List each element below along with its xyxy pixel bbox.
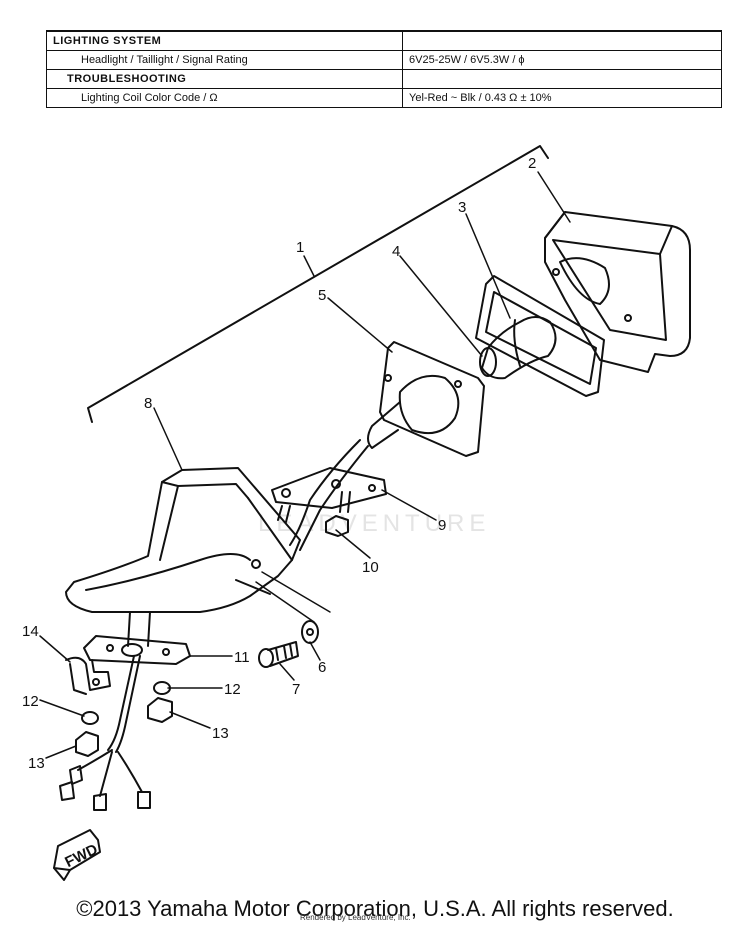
callout-12a: 12 <box>224 681 241 698</box>
callout-14: 14 <box>22 623 39 640</box>
callout-1: 1 <box>296 239 304 256</box>
callout-8: 8 <box>144 395 152 412</box>
callout-3: 3 <box>458 199 466 216</box>
part-screw <box>258 641 299 668</box>
callout-2: 2 <box>528 155 536 172</box>
callout-7: 7 <box>292 681 300 698</box>
part-nut-13b <box>75 731 99 757</box>
part-bulb <box>479 316 557 380</box>
spec-table: LIGHTING SYSTEM Headlight / Taillight / … <box>46 30 722 108</box>
part-clamp <box>65 656 111 695</box>
callout-13b: 13 <box>28 755 45 772</box>
part-nut-13a <box>147 697 173 723</box>
alignment-lines <box>255 571 331 623</box>
fwd-label: FWD <box>62 841 100 871</box>
rendered-by-text: Rendered by LeadVenture, Inc. <box>300 913 411 922</box>
callout-4: 4 <box>392 243 400 260</box>
spec-row: TROUBLESHOOTING <box>46 69 722 89</box>
part-washer <box>301 620 319 644</box>
part-nut-10 <box>325 515 349 537</box>
wire-harness <box>59 655 151 811</box>
part-lens-housing <box>544 211 691 373</box>
part-mount-bracket <box>271 467 387 523</box>
assembly-bracket-line <box>87 145 549 423</box>
part-socket-plate <box>367 341 485 457</box>
part-plate-11 <box>83 611 191 665</box>
callout-12b: 12 <box>22 693 39 710</box>
callout-11: 11 <box>234 649 250 666</box>
callout-6: 6 <box>318 659 326 676</box>
spec-value: Yel-Red ~ Blk / 0.43 Ω ± 10% <box>402 88 722 108</box>
part-base-housing <box>65 467 301 613</box>
part-gasket <box>475 275 605 397</box>
callout-13a: 13 <box>212 725 229 742</box>
spec-row: Lighting Coil Color Code / Ω Yel-Red ~ B… <box>46 88 722 108</box>
spec-label: Lighting Coil Color Code / Ω <box>46 88 403 108</box>
socket-wires <box>289 439 369 551</box>
callout-9: 9 <box>438 517 446 534</box>
callout-10: 10 <box>362 559 379 576</box>
callout-5: 5 <box>318 287 326 304</box>
part-lockwasher-12b <box>81 711 99 725</box>
watermark: LEADVENTURE <box>258 510 491 537</box>
fwd-arrow-icon <box>53 829 101 881</box>
copyright-text: ©2013 Yamaha Motor Corporation, U.S.A. A… <box>76 896 674 921</box>
spec-row: Headlight / Taillight / Signal Rating 6V… <box>46 50 722 70</box>
leader-lines <box>39 171 571 759</box>
